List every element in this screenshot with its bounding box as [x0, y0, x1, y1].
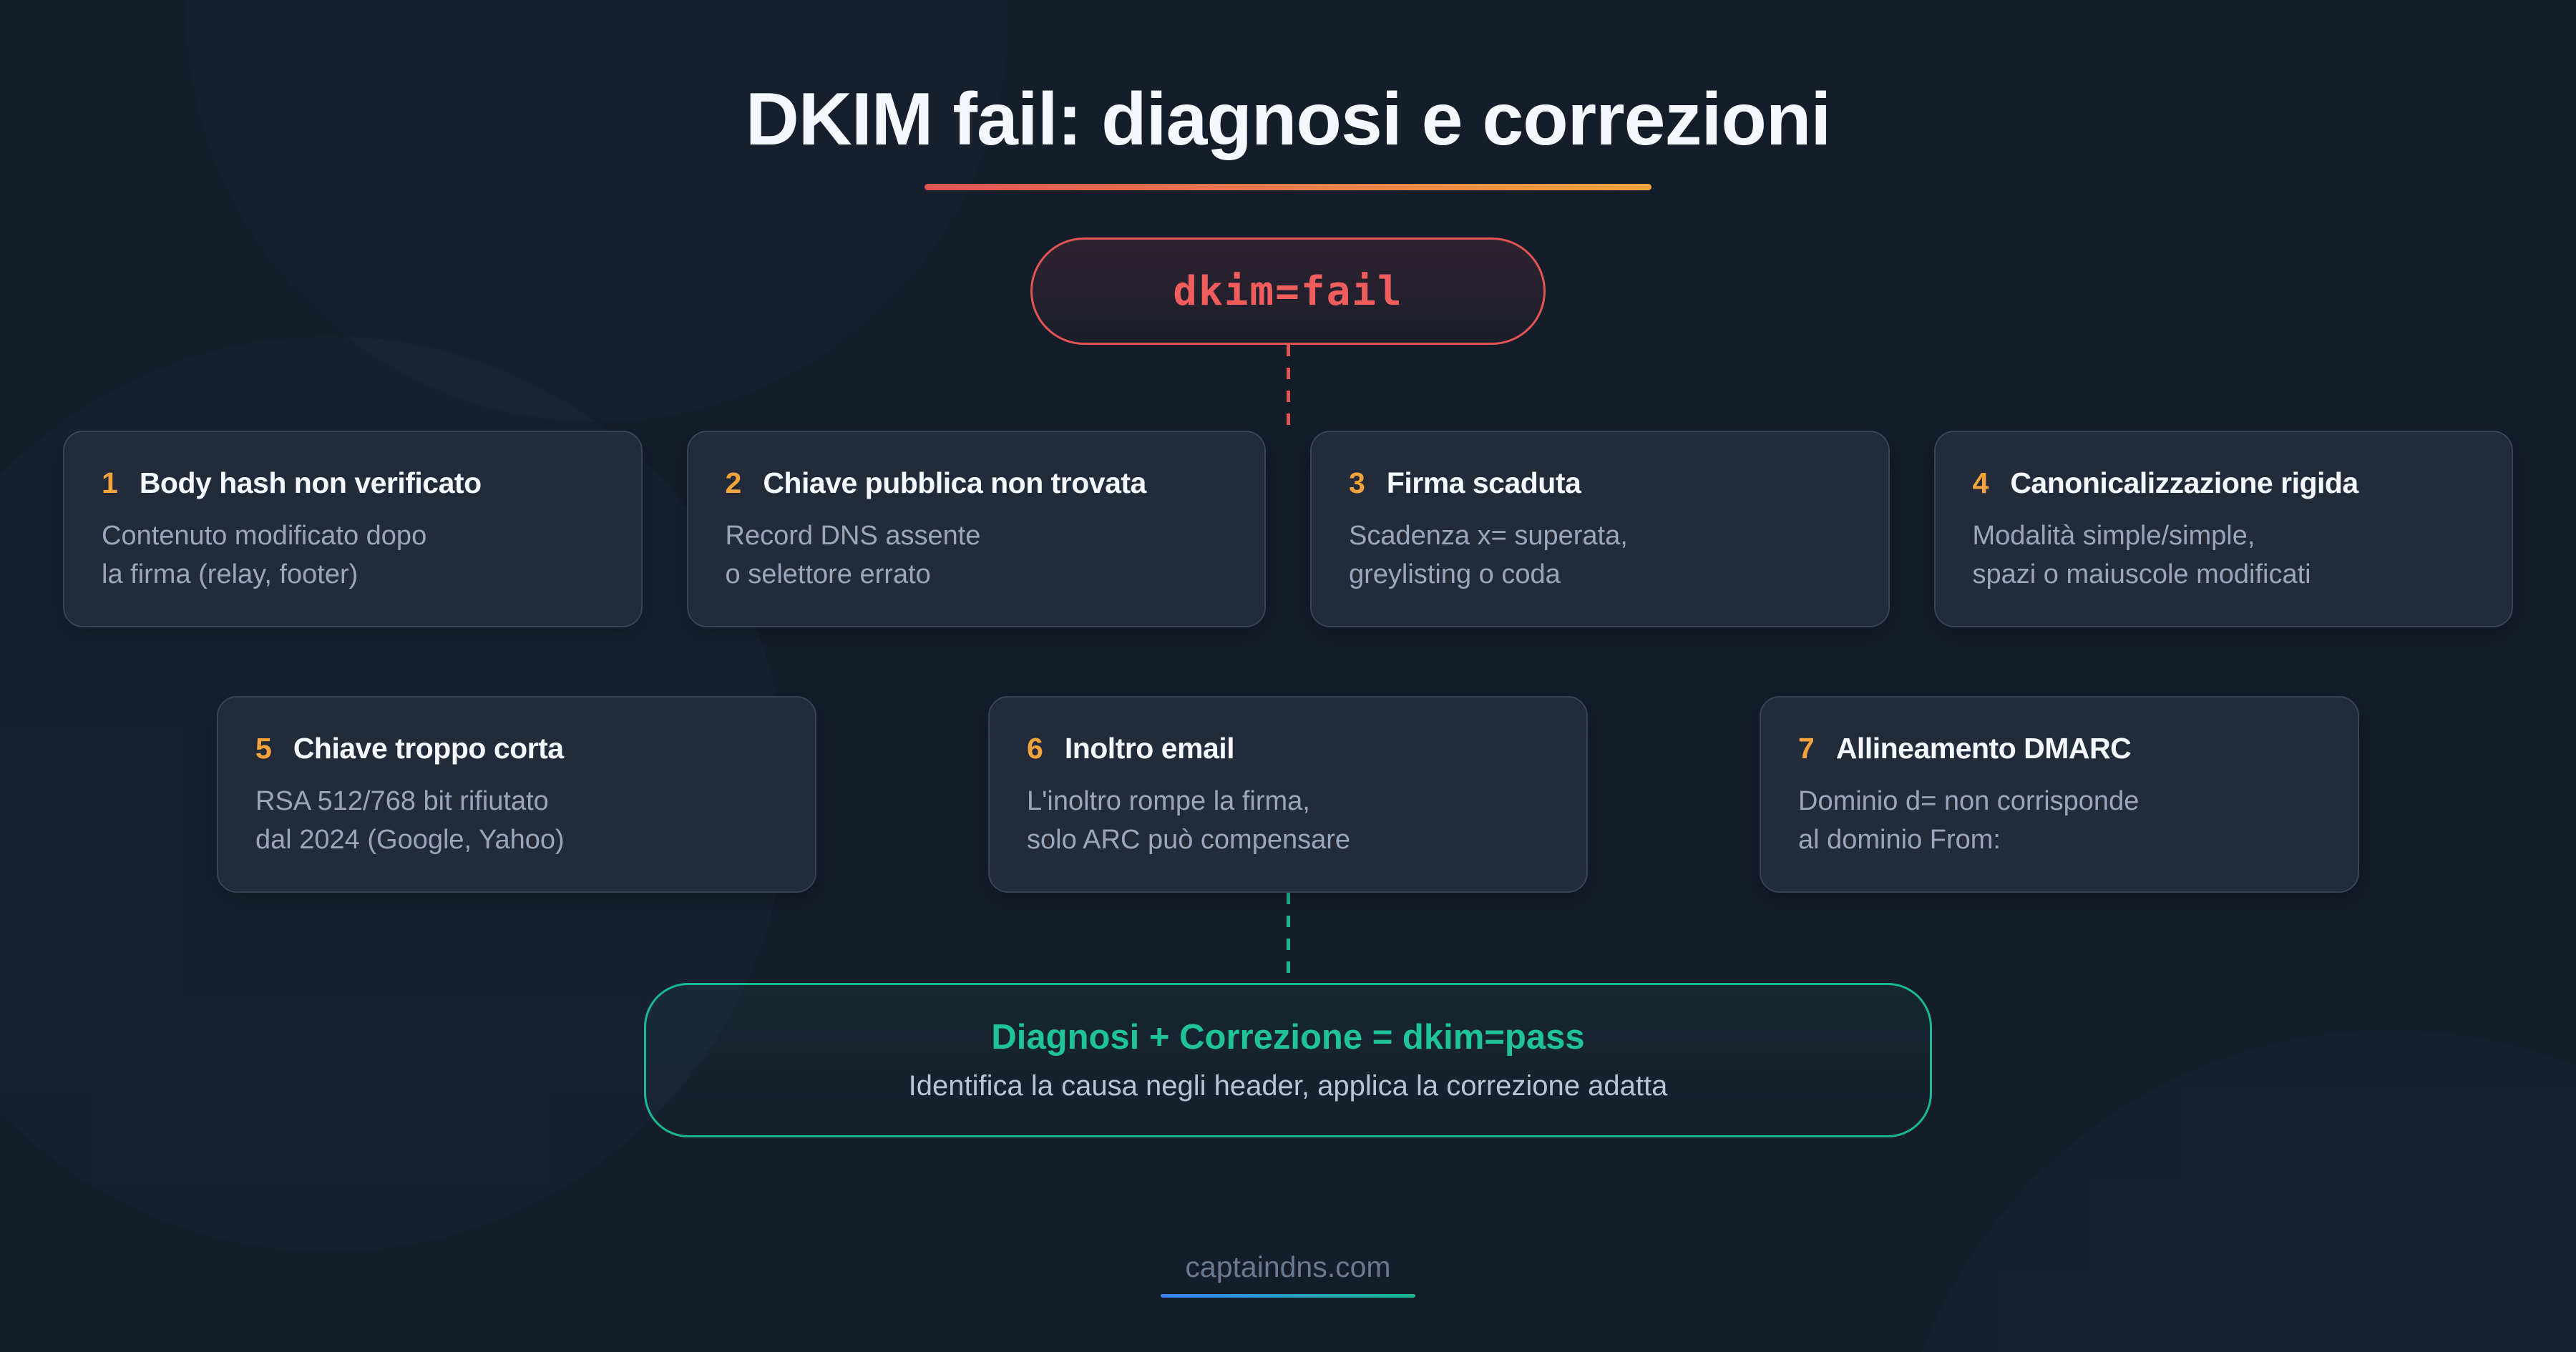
card-title: Chiave troppo corta [293, 731, 564, 765]
card-header: 7 Allineamento DMARC [1798, 732, 2321, 765]
card-header: 6 Inoltro email [1027, 732, 1549, 765]
footer-domain-link[interactable]: captaindns.com [1185, 1250, 1391, 1283]
card-number: 3 [1349, 466, 1365, 499]
card-header: 3 Firma scaduta [1349, 466, 1851, 500]
card-number: 6 [1027, 731, 1043, 765]
connector-bottom [1286, 892, 1290, 983]
card-number: 5 [255, 731, 272, 765]
card-description: Dominio d= non corrisponde al dominio Fr… [1798, 783, 2321, 860]
card-chiave-corta: 5 Chiave troppo corta RSA 512/768 bit ri… [217, 695, 816, 893]
card-title: Allineamento DMARC [1835, 731, 2132, 765]
card-header: 5 Chiave troppo corta [255, 732, 778, 765]
card-text-line: greylisting o coda [1349, 559, 1561, 589]
card-text-line: RSA 512/768 bit rifiutato [255, 785, 549, 816]
card-header: 1 Body hash non verificato [102, 466, 604, 500]
card-text-line: o selettore errato [725, 559, 931, 589]
card-text-line: Scadenza x= superata, [1349, 521, 1628, 551]
card-title: Body hash non verificato [139, 466, 482, 499]
card-inoltro-email: 6 Inoltro email L'inoltro rompe la firma… [988, 695, 1588, 893]
card-description: Record DNS assente o selettore errato [726, 517, 1228, 594]
card-number: 1 [102, 466, 118, 499]
card-title: Firma scaduta [1386, 466, 1581, 499]
cards-row-2: 5 Chiave troppo corta RSA 512/768 bit ri… [0, 695, 2576, 893]
title-underline [924, 184, 1652, 190]
cards-row-1: 1 Body hash non verificato Contenuto mod… [0, 431, 2576, 627]
card-description: RSA 512/768 bit rifiutato dal 2024 (Goog… [255, 783, 778, 860]
card-header: 2 Chiave pubblica non trovata [726, 466, 1228, 500]
footer: captaindns.com [0, 1250, 2576, 1298]
dkim-fail-badge: dkim=fail [1030, 237, 1546, 345]
card-text-line: al dominio From: [1798, 824, 2001, 855]
card-allineamento-dmarc: 7 Allineamento DMARC Dominio d= non corr… [1760, 695, 2359, 893]
card-text-line: solo ARC può compensare [1027, 824, 1351, 855]
card-description: Contenuto modificato dopo la firma (rela… [102, 517, 604, 594]
card-text-line: Record DNS assente [725, 521, 981, 551]
card-text-line: la firma (relay, footer) [102, 559, 358, 589]
card-number: 7 [1798, 731, 1815, 765]
card-firma-scaduta: 3 Firma scaduta Scadenza x= superata, gr… [1310, 431, 1890, 627]
result-subtitle: Identifica la causa negli header, applic… [908, 1070, 1668, 1102]
card-body-hash: 1 Body hash non verificato Contenuto mod… [63, 431, 643, 627]
card-title: Chiave pubblica non trovata [763, 466, 1146, 499]
card-title: Inoltro email [1064, 731, 1235, 765]
card-text-line: spazi o maiuscole modificati [1972, 559, 2311, 589]
card-description: Scadenza x= superata, greylisting o coda [1349, 517, 1851, 594]
card-text-line: Contenuto modificato dopo [102, 521, 427, 551]
card-number: 4 [1972, 466, 1989, 499]
footer-underline [1161, 1293, 1415, 1298]
card-text-line: Modalità simple/simple, [1972, 521, 2255, 551]
card-canonicalizzazione: 4 Canonicalizzazione rigida Modalità sim… [1933, 431, 2513, 627]
card-description: L'inoltro rompe la firma, solo ARC può c… [1027, 783, 1549, 860]
card-chiave-pubblica: 2 Chiave pubblica non trovata Record DNS… [686, 431, 1266, 627]
card-number: 2 [725, 466, 742, 499]
card-text-line: L'inoltro rompe la firma, [1027, 785, 1310, 816]
page-title: DKIM fail: diagnosi e correzioni [745, 78, 1832, 161]
result-title: Diagnosi + Correzione = dkim=pass [991, 1018, 1585, 1057]
card-description: Modalità simple/simple, spazi o maiuscol… [1973, 517, 2475, 594]
dkim-fail-label: dkim=fail [1173, 268, 1403, 315]
card-text-line: dal 2024 (Google, Yahoo) [255, 824, 565, 855]
connector-top [1286, 345, 1290, 431]
card-text-line: Dominio d= non corrisponde [1798, 785, 2140, 816]
card-header: 4 Canonicalizzazione rigida [1973, 466, 2475, 500]
card-title: Canonicalizzazione rigida [2010, 466, 2358, 499]
result-box: Diagnosi + Correzione = dkim=pass Identi… [644, 982, 1932, 1137]
